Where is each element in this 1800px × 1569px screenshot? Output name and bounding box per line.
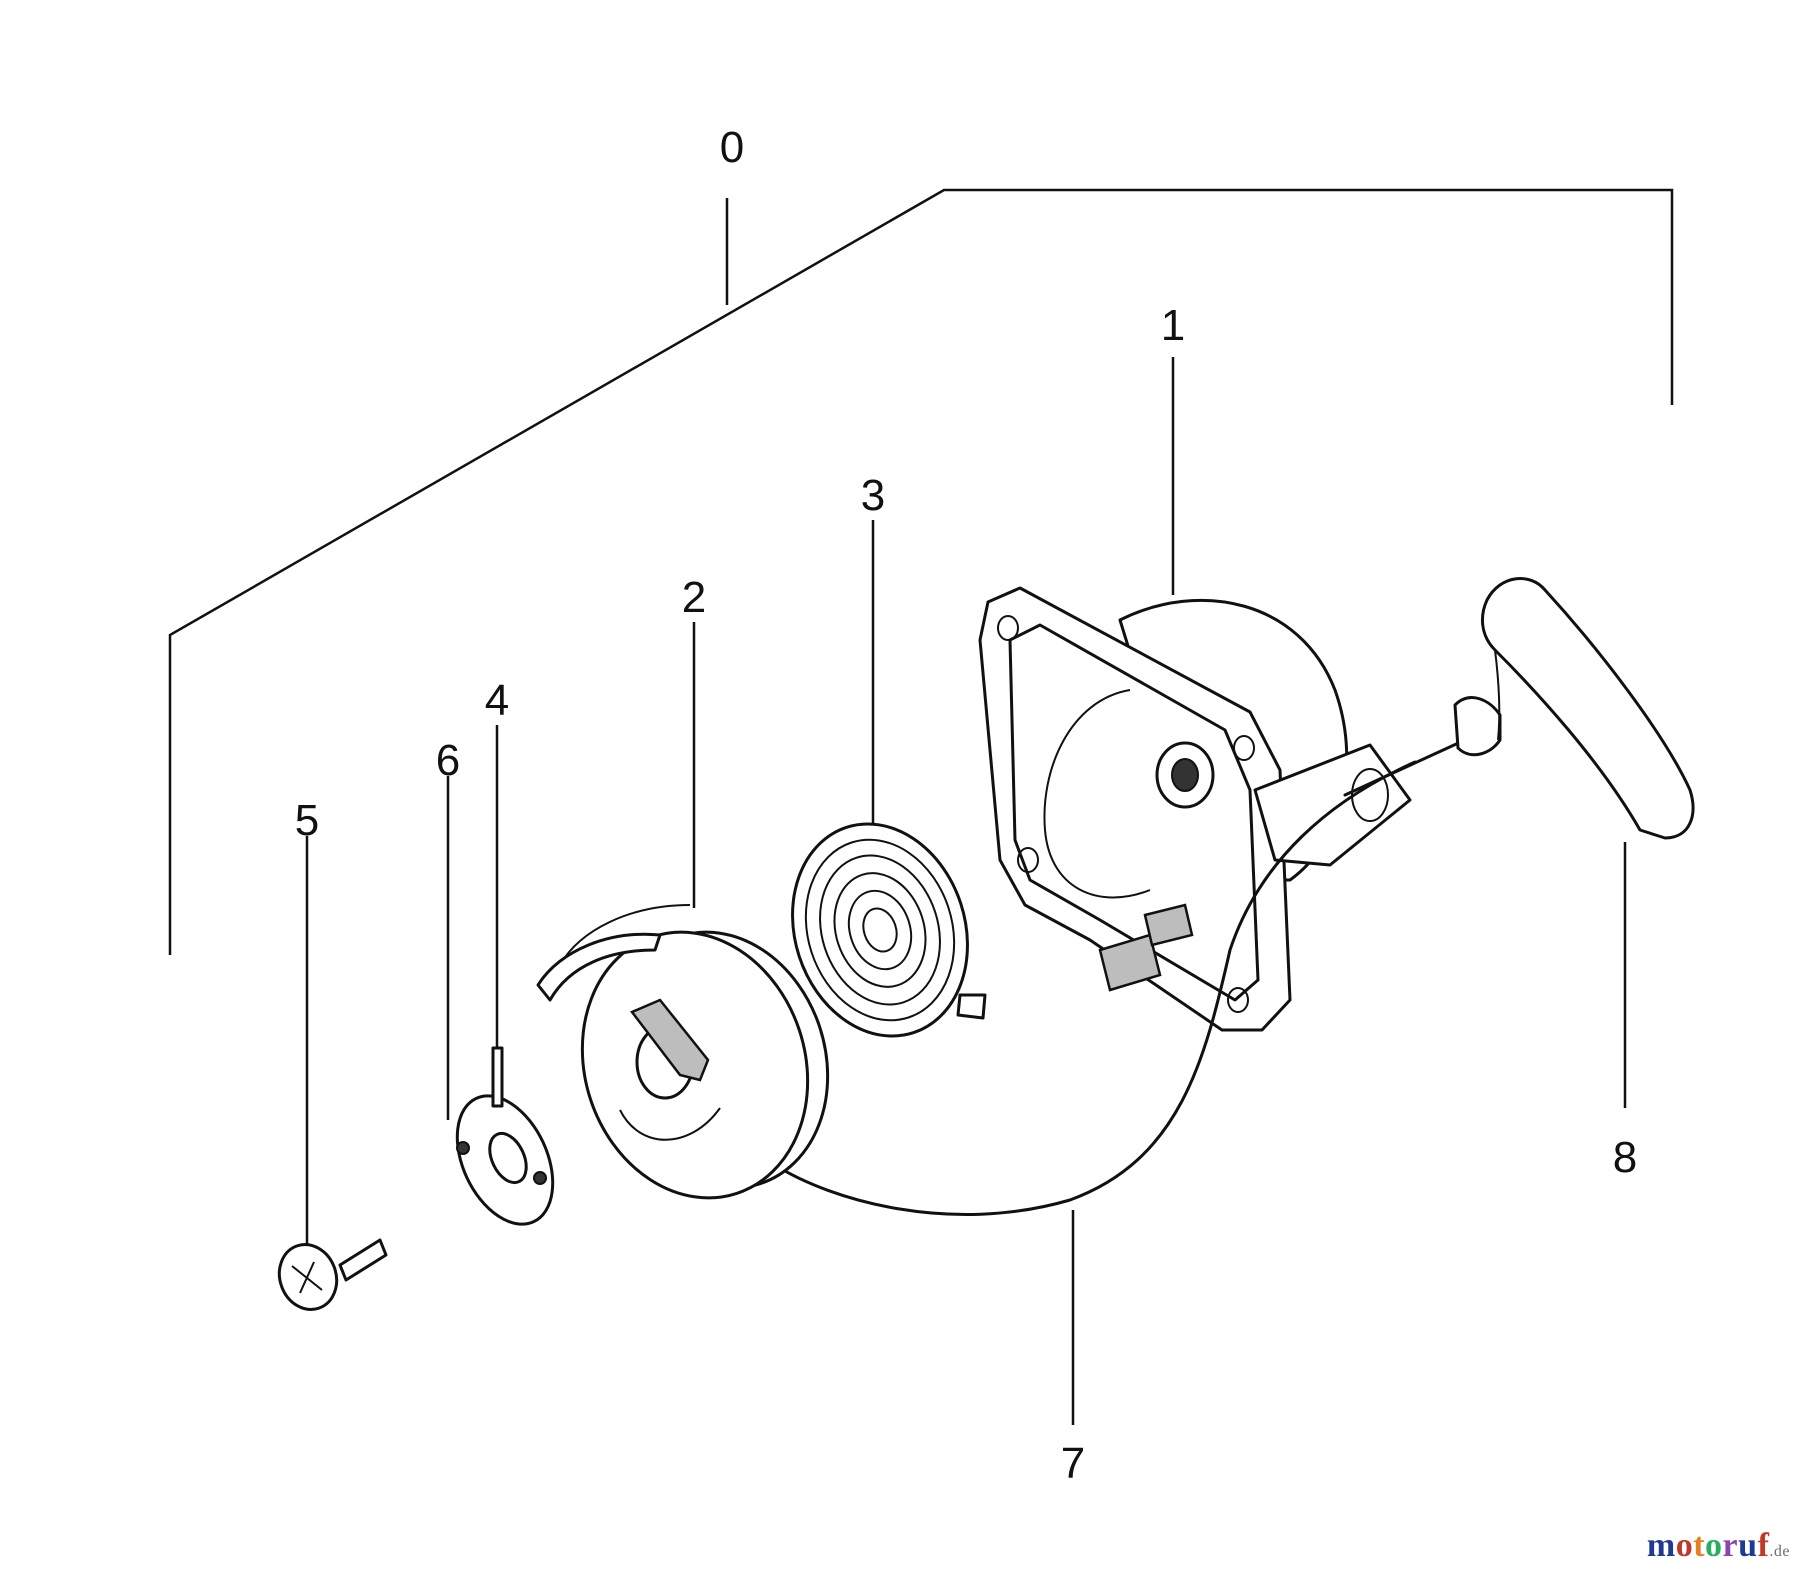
part-starter-housing <box>978 586 1412 1032</box>
watermark-tld: .de <box>1769 1543 1790 1560</box>
watermark-letter: r <box>1722 1527 1739 1564</box>
callout-4: 4 <box>485 676 509 725</box>
watermark-letter: o <box>1705 1527 1723 1564</box>
watermark-letter: t <box>1693 1527 1706 1564</box>
part-ratchet-plate <box>455 1094 555 1226</box>
watermark-name: motoruf <box>1647 1527 1770 1564</box>
callout-6: 6 <box>436 736 460 785</box>
watermark-logo: motoruf.de <box>1647 1527 1790 1565</box>
watermark-letter: f <box>1757 1527 1770 1564</box>
callout-5: 5 <box>295 796 319 845</box>
callout-labels: 0 1 2 3 4 5 6 7 8 <box>295 123 1637 1488</box>
watermark-letter: o <box>1675 1527 1694 1564</box>
callout-7: 7 <box>1061 1439 1085 1488</box>
callout-3: 3 <box>861 471 885 520</box>
part-starter-rope <box>773 760 1417 1216</box>
assembly-bracket <box>168 188 1674 955</box>
part-screw <box>277 1238 388 1311</box>
part-recoil-spring <box>791 822 987 1038</box>
part-rope-pulley <box>536 904 830 1200</box>
watermark-letter: u <box>1738 1527 1758 1564</box>
watermark-letter: m <box>1646 1527 1676 1564</box>
callout-0: 0 <box>720 123 744 172</box>
callout-1: 1 <box>1161 301 1185 350</box>
callout-2: 2 <box>682 573 706 622</box>
callout-8: 8 <box>1613 1133 1637 1182</box>
part-pin <box>491 1046 504 1108</box>
leader-lines <box>305 357 1627 1425</box>
